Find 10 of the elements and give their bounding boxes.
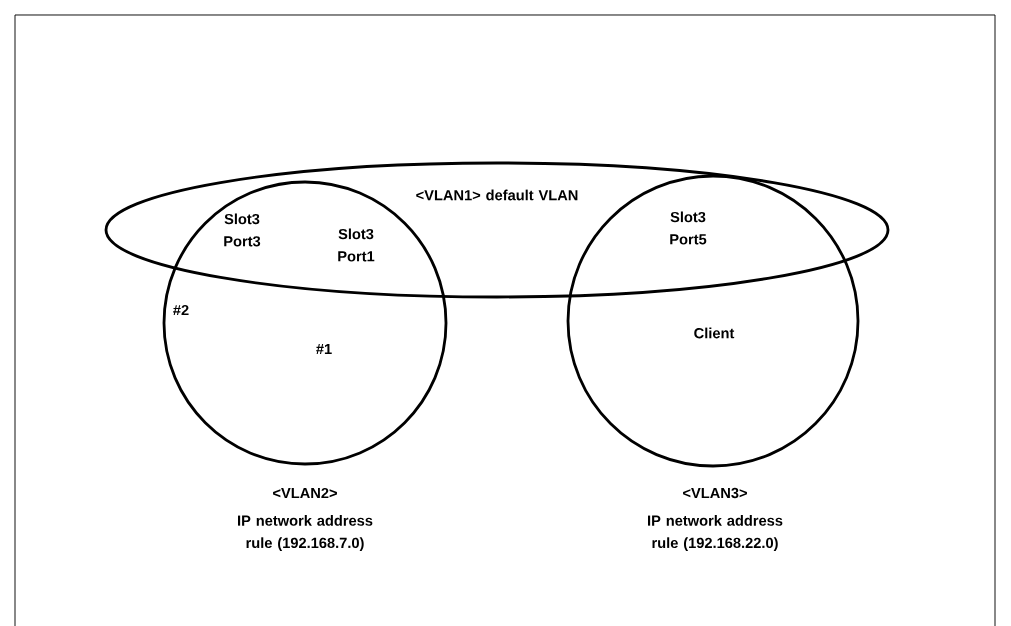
node-label: <VLAN3> [683,487,747,499]
port-label: #1 [316,343,332,355]
port-label: Client [694,327,735,339]
port-label: Slot3 Port1 [338,228,375,262]
port-label: Slot3 Port5 [670,211,707,245]
node-label: <VLAN2> [273,487,337,499]
node-label: IP network address rule (192.168.22.0) [648,515,783,551]
node-label: IP network address rule (192.168.7.0) [238,515,373,551]
port-label: Slot3 Port3 [224,213,261,247]
port-label: #2 [173,304,189,316]
